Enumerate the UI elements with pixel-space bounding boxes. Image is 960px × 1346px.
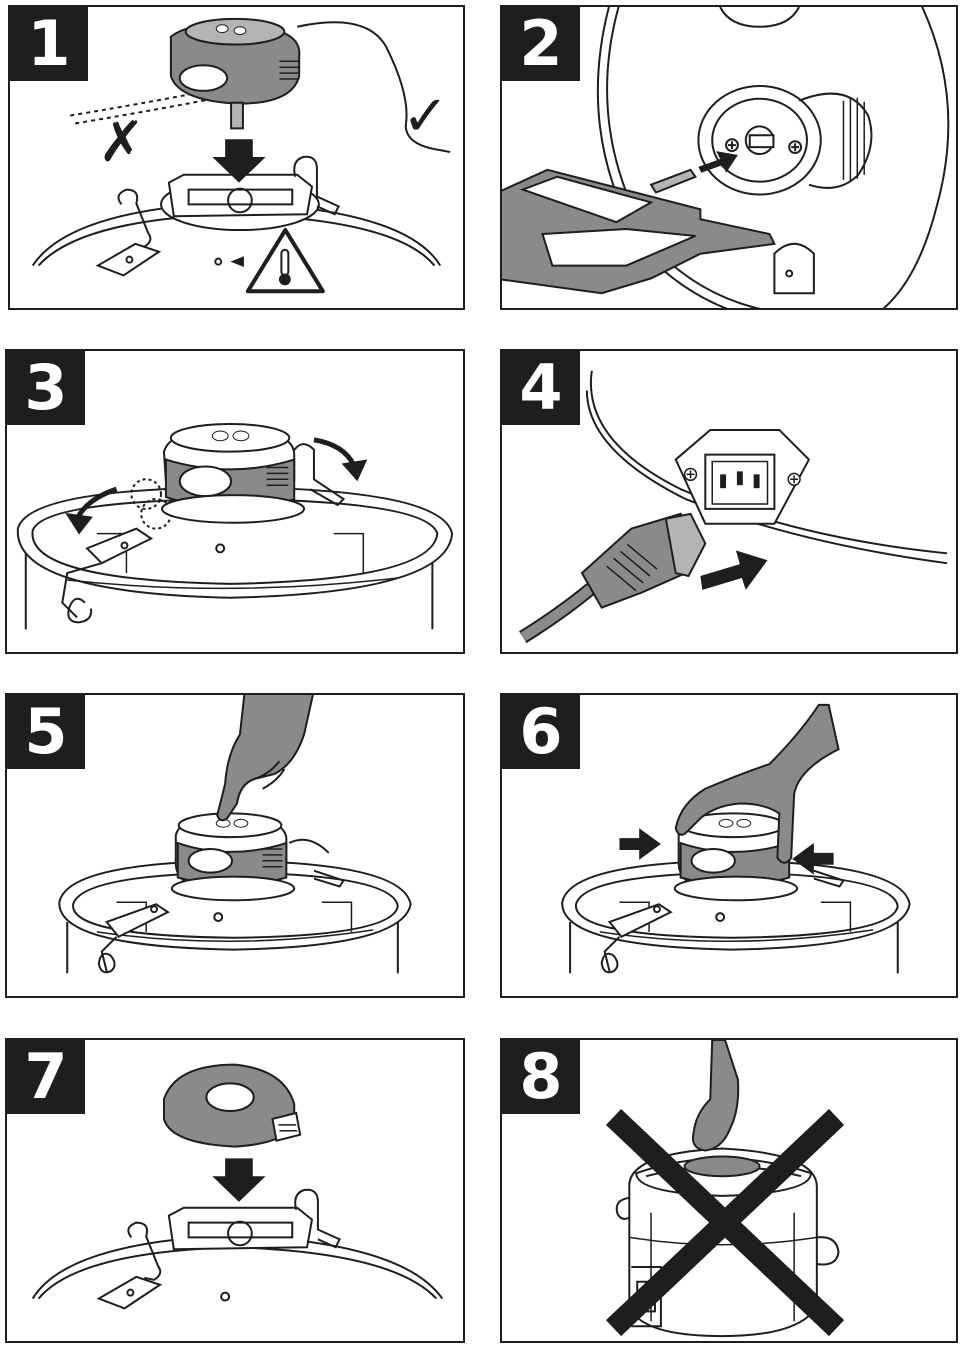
step-7-panel: 7 [5,1038,465,1343]
right-arrow-icon [619,828,661,860]
step-1-panel: 1 [8,5,465,310]
left-arrow-icon [792,843,834,875]
step-5-number: 5 [7,695,85,769]
correct-mark-icon: ✓ [402,84,449,149]
step-4-number: 4 [502,351,580,425]
rotate-arrow-icon [314,440,368,482]
step-5-panel: 5 [5,693,465,998]
step-6-number: 6 [502,695,580,769]
step-3-number: 3 [7,351,85,425]
incorrect-mark-icon: ✗ [98,110,145,175]
hot-surface-warning-icon [248,230,323,291]
step-4-illustration [502,351,956,652]
step-7-illustration [7,1040,463,1341]
step-6-illustration [502,695,956,996]
step-3-panel: 3 [5,349,465,654]
step-7-number: 7 [7,1040,85,1114]
right-arrow-icon [698,151,738,173]
right-arrow-icon [700,550,768,590]
step-2-panel: 2 [500,5,958,310]
step-2-number: 2 [502,7,580,81]
step-2-illustration [502,7,956,308]
step-1-illustration [10,7,463,308]
step-6-panel: 6 [500,693,958,998]
step-8-panel: 8 [500,1038,958,1343]
step-1-number: 1 [10,7,88,81]
rotate-arrow-icon [65,489,116,535]
down-arrow-icon [212,139,266,183]
step-4-panel: 4 [500,349,958,654]
step-3-illustration [7,351,463,652]
step-8-number: 8 [502,1040,580,1114]
step-5-illustration [7,695,463,996]
cross-out-icon [614,1117,837,1328]
step-8-illustration [502,1040,956,1341]
down-arrow-icon [212,1158,266,1202]
